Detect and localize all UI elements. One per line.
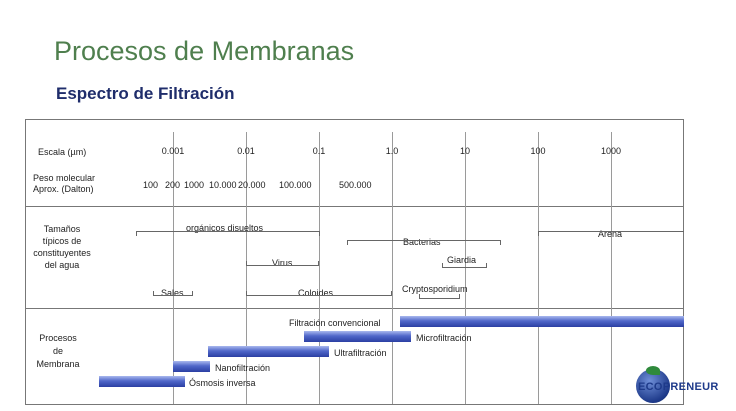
logo-text: ECOPRENEUR	[638, 381, 719, 393]
sales-range	[153, 291, 193, 296]
sizes-label-2: típicos de	[42, 236, 82, 246]
giardia-label: Giardia	[447, 255, 477, 265]
organicos-range	[136, 231, 320, 236]
molecular-weight-value: 100.000	[279, 180, 312, 190]
ecopreneur-logo: ECOPRENEUR	[632, 366, 736, 411]
row-divider	[26, 308, 683, 309]
molecular-weight-value: 1000	[184, 180, 205, 190]
gridline-1000	[611, 132, 612, 404]
ultrafiltracion-label: Ultrafiltración	[334, 348, 387, 358]
sizes-label-3: constituyentes	[33, 248, 91, 258]
molecular-weight-value: 10.000	[209, 180, 237, 190]
molecular-weight-value: 100	[143, 180, 159, 190]
gridline-0-001	[173, 132, 174, 404]
process-label-1: Procesos	[39, 333, 77, 343]
gridline-100	[538, 132, 539, 404]
scale-tick: 1000	[600, 146, 622, 156]
page-title: Procesos de Membranas	[54, 36, 355, 66]
osmosis-inversa-bar	[99, 376, 185, 387]
gridline-0-1	[319, 132, 320, 404]
bacterias-label: Bacterias	[403, 237, 441, 247]
process-label-3: Membrana	[36, 359, 80, 369]
osmosis-inversa-label: Ósmosis inversa	[189, 378, 256, 388]
giardia-range	[442, 263, 487, 268]
ultrafiltracion-bar	[208, 346, 329, 357]
virus-range	[246, 261, 319, 266]
filtration-spectrum-diagram: Escala (µm) Peso molecular Aprox. (Dalto…	[25, 119, 684, 405]
molecular-weight-label-2: Aprox. (Dalton)	[33, 184, 94, 194]
sales-label: Sales	[161, 288, 184, 298]
molecular-weight-value: 500.000	[339, 180, 372, 190]
gridline-0-01	[246, 132, 247, 404]
arena-label: Arena	[598, 229, 623, 239]
arena-range	[538, 231, 684, 236]
organicos-label: orgánicos disueltos	[186, 223, 264, 233]
scale-tick: 0.01	[237, 146, 255, 156]
nanofiltracion-bar	[173, 361, 210, 372]
page-subtitle: Espectro de Filtración	[56, 84, 235, 103]
logo-leaf-icon	[646, 366, 660, 375]
scale-tick: 1.0	[385, 146, 399, 156]
sizes-label-4: del agua	[44, 260, 80, 270]
molecular-weight-label-1: Peso molecular	[33, 173, 96, 183]
scale-tick: 0.1	[312, 146, 326, 156]
filtracion-convencional-bar	[400, 316, 684, 327]
scale-label: Escala (µm)	[38, 147, 87, 157]
gridline-1-0	[392, 132, 393, 404]
bacterias-range	[347, 240, 501, 245]
process-label-2: de	[52, 346, 63, 356]
gridline-10	[465, 132, 466, 404]
scale-tick: 100	[530, 146, 546, 156]
scale-tick: 10	[459, 146, 470, 156]
virus-label: Virus	[272, 258, 293, 268]
scale-tick: 0.001	[161, 146, 185, 156]
microfiltracion-bar	[304, 331, 411, 342]
molecular-weight-value: 20.000	[238, 180, 266, 190]
filtracion-convencional-label: Filtración convencional	[289, 318, 381, 328]
coloides-range	[246, 291, 392, 296]
microfiltracion-label: Microfiltración	[416, 333, 472, 343]
row-divider	[26, 206, 683, 207]
nanofiltracion-label: Nanofiltración	[215, 363, 271, 373]
coloides-label: Coloides	[298, 288, 334, 298]
cryptosporidium-label: Cryptosporidium	[402, 284, 468, 294]
sizes-label-1: Tamaños	[43, 224, 81, 234]
molecular-weight-value: 200	[165, 180, 181, 190]
cryptosporidium-range	[419, 294, 460, 299]
